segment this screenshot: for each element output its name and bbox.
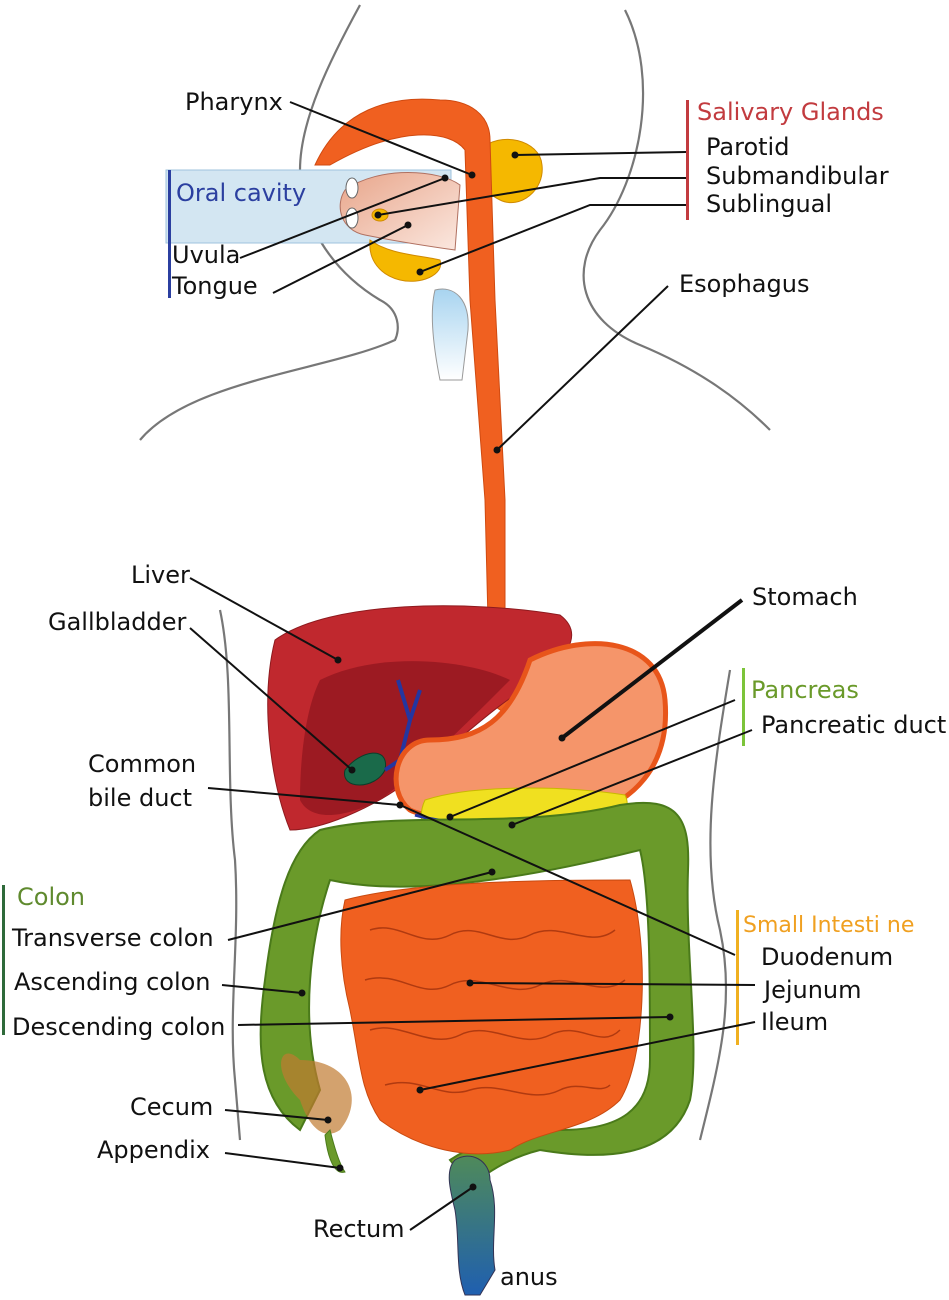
label-colon: Colon: [17, 883, 85, 911]
label-descending-colon: Descending colon: [12, 1013, 225, 1041]
label-gallbladder: Gallbladder: [48, 608, 186, 636]
salivary-bar: [686, 100, 689, 220]
colon-shape: [259, 801, 695, 1187]
label-appendix: Appendix: [97, 1136, 210, 1164]
label-common-bile-duct-line1: Common: [88, 750, 196, 778]
rectum-shape: [448, 1155, 496, 1296]
label-cecum: Cecum: [130, 1093, 213, 1121]
appendix-shape: [324, 1129, 346, 1173]
label-sublingual: Sublingual: [706, 190, 832, 218]
teeth-lower: [345, 207, 359, 229]
colon-bar: [2, 885, 5, 1035]
label-small-intestine: Small Intesti ne: [743, 913, 914, 938]
label-uvula: Uvula: [172, 241, 240, 269]
label-rectum: Rectum: [313, 1215, 405, 1243]
label-pharynx: Pharynx: [185, 88, 283, 116]
teeth-upper: [345, 177, 359, 199]
oral-cavity-bar: [168, 170, 171, 298]
cecum-shape: [281, 1053, 352, 1134]
label-duodenum: Duodenum: [761, 943, 893, 971]
label-esophagus: Esophagus: [679, 270, 809, 298]
body-outline: [139, 4, 771, 1141]
label-stomach: Stomach: [752, 583, 858, 611]
label-salivary-glands: Salivary Glands: [697, 98, 884, 126]
label-transverse-colon: Transverse colon: [11, 924, 214, 952]
label-jejunum: Jejunum: [762, 976, 862, 1004]
label-liver: Liver: [131, 561, 190, 589]
pancreas-bar: [742, 668, 745, 746]
label-tongue: Tongue: [171, 272, 258, 300]
label-parotid: Parotid: [706, 133, 789, 161]
label-ileum: Ileum: [761, 1008, 828, 1036]
trachea: [431, 288, 469, 381]
label-pancreatic-duct: Pancreatic duct: [761, 711, 946, 739]
label-anus: anus: [500, 1263, 558, 1291]
label-submandibular: Submandibular: [706, 162, 889, 190]
label-pancreas: Pancreas: [751, 676, 859, 704]
small-intestine-bar: [736, 910, 739, 1045]
label-oral-cavity: Oral cavity: [176, 179, 306, 207]
small-intestine-shape: [340, 879, 643, 1155]
label-ascending-colon: Ascending colon: [14, 968, 211, 996]
leader-dots: [298, 151, 674, 1191]
label-common-bile-duct-line2: bile duct: [88, 784, 192, 812]
